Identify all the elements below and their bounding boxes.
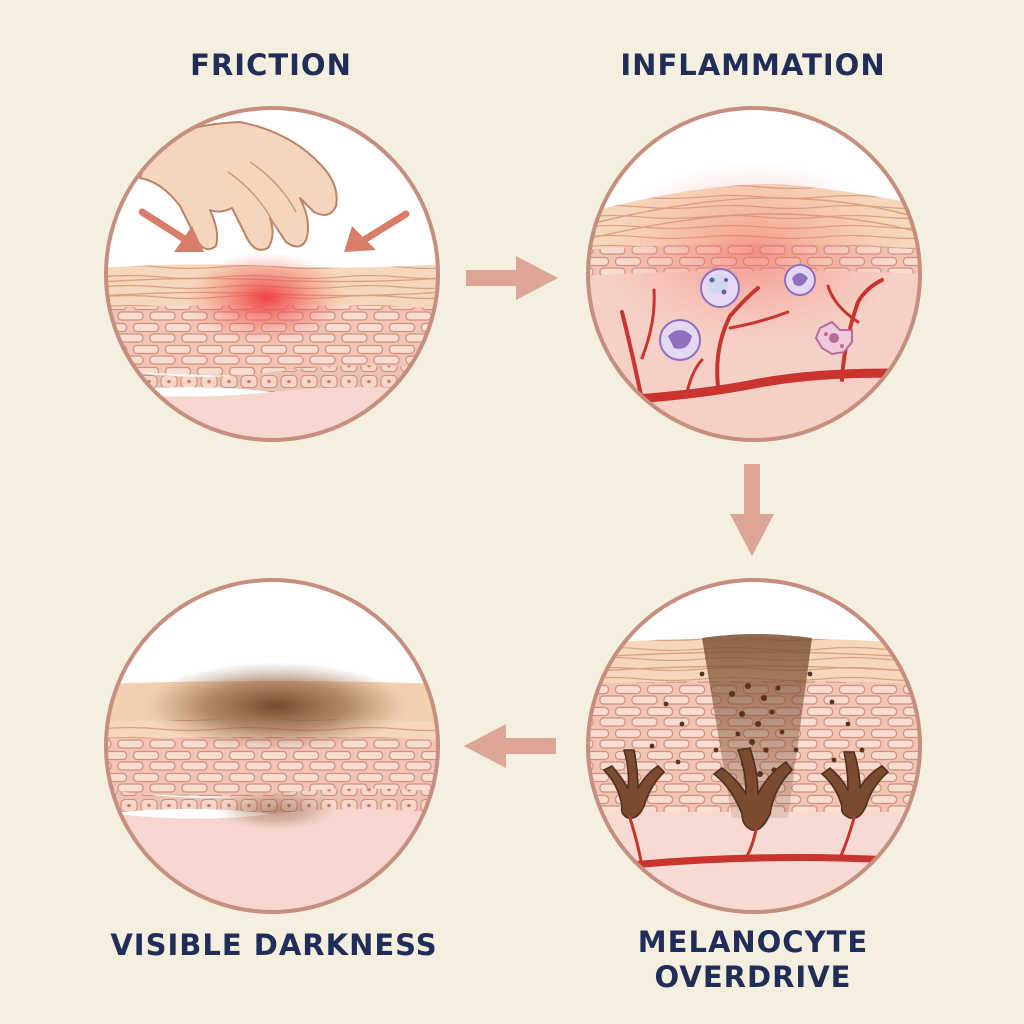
panel-ring xyxy=(104,106,440,442)
panel-friction xyxy=(100,102,444,446)
hyperpigmentation-patch xyxy=(144,662,408,750)
immune-cell-icon xyxy=(814,320,853,356)
flow-arrow-right-icon xyxy=(464,254,560,302)
pressure-arrow-left-icon xyxy=(138,208,204,252)
epidermis-cells xyxy=(106,737,438,797)
immune-cell-icon xyxy=(700,268,740,308)
inflammation-redness xyxy=(604,162,904,342)
stage-title-friction: FRICTION xyxy=(190,48,352,82)
pressure-arrow-right-icon xyxy=(344,210,410,252)
melanocyte-icon xyxy=(603,749,665,820)
friction-redness xyxy=(186,252,346,344)
flow-arrow-down-icon xyxy=(728,462,776,558)
panel-ring xyxy=(586,578,922,914)
panel-inflammation xyxy=(582,102,926,446)
melanocyte-icon xyxy=(821,751,889,820)
immune-cell-icon xyxy=(784,264,816,296)
darkness-illustration xyxy=(104,578,440,914)
panel-melanocyte-overdrive xyxy=(582,574,926,918)
stage-title-visible-darkness: VISIBLE DARKNESS xyxy=(110,928,438,962)
stage-title-inflammation: INFLAMMATION xyxy=(620,48,886,82)
friction-illustration xyxy=(104,106,440,442)
panel-ring xyxy=(586,106,922,442)
dermis xyxy=(106,387,438,440)
panel-visible-darkness xyxy=(100,574,444,918)
hand-icon xyxy=(139,121,338,251)
residual-pigment xyxy=(216,790,336,830)
flow-arrow-left-icon xyxy=(462,722,558,770)
melanocyte-icon xyxy=(713,747,793,831)
immune-cell-icon xyxy=(659,319,701,361)
melanocyte-illustration xyxy=(586,578,922,914)
inflammation-illustration xyxy=(586,106,922,442)
panel-ring xyxy=(104,578,440,914)
